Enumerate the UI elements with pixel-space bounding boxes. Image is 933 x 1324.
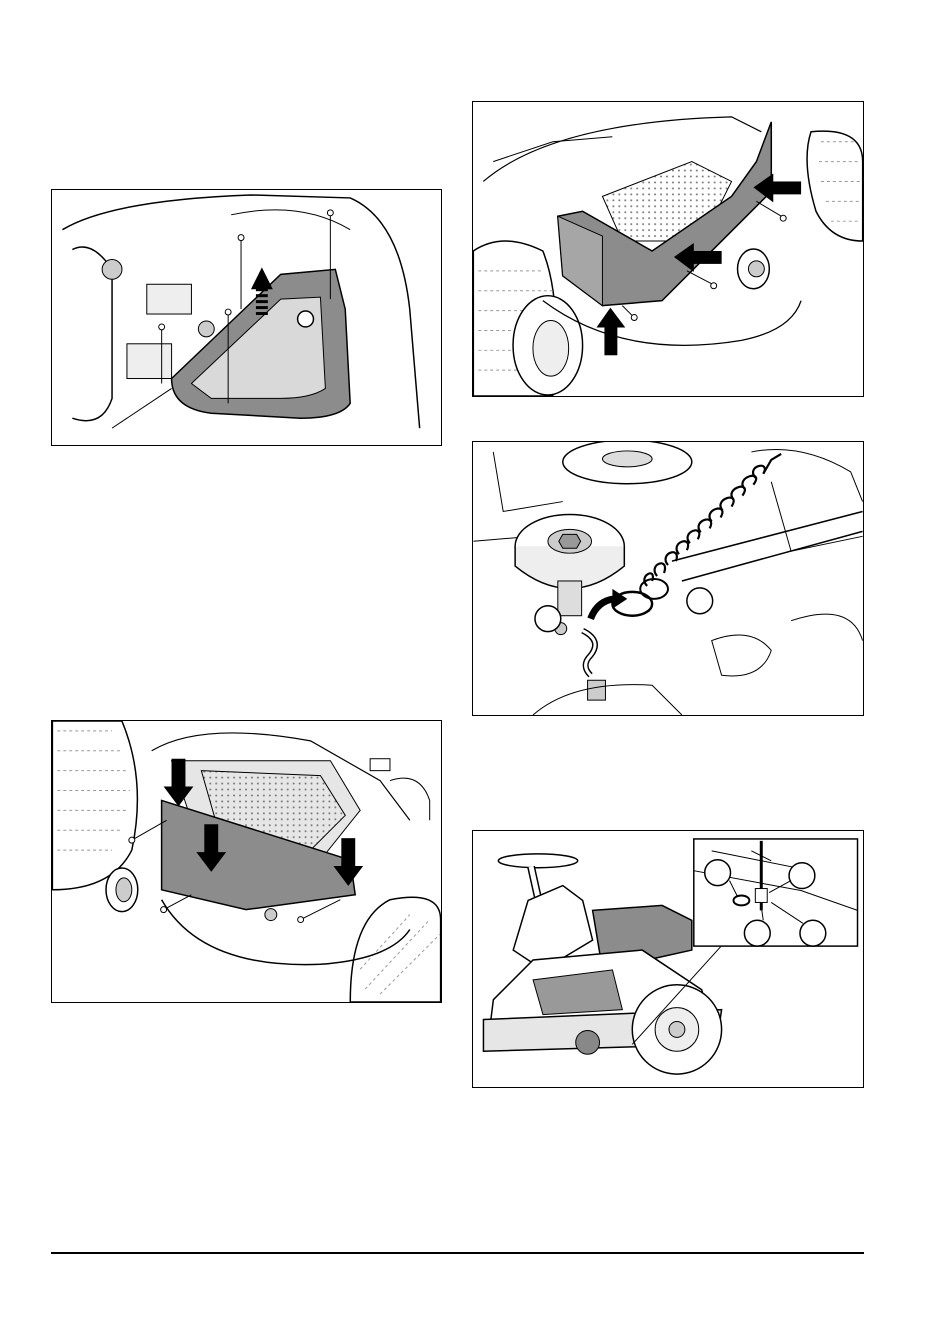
illustration-mower-side — [473, 831, 863, 1087]
callout-circle — [800, 920, 826, 946]
callout-circle — [705, 860, 731, 886]
illustration-spring-pulley — [473, 442, 863, 715]
curved-arrow-icon — [591, 599, 615, 619]
illustration-belt-cover-install — [52, 721, 441, 1002]
callout-circle — [535, 606, 561, 632]
figure-tension-spring — [472, 441, 864, 716]
callout-circle — [687, 588, 713, 614]
illustration-top-cover — [52, 190, 441, 445]
detail-inset — [694, 839, 858, 946]
illustration-belt-cover-remove — [473, 102, 863, 396]
footer-rule — [51, 1252, 864, 1254]
figure-install-belt-cover — [51, 720, 442, 1003]
callout-circle — [744, 920, 770, 946]
figure-deck-linkage — [472, 830, 864, 1088]
figure-remove-top-cover — [51, 189, 442, 446]
callout-circle — [789, 863, 815, 889]
figure-remove-belt-cover — [472, 101, 864, 397]
